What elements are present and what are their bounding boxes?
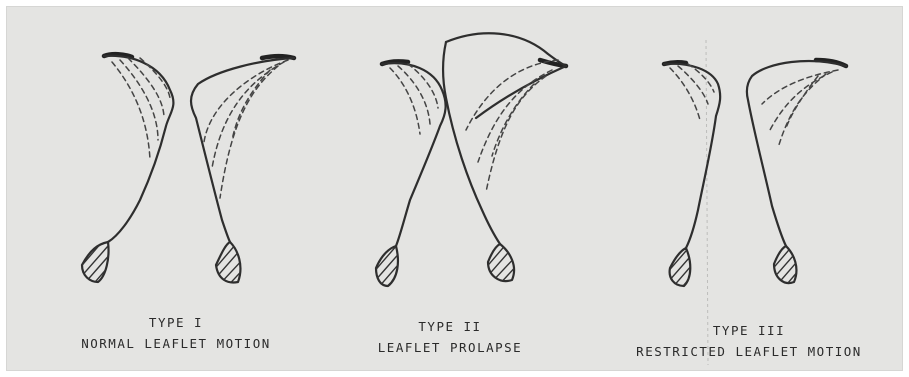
type-description: RESTRICTED LEAFLET MOTION <box>624 341 874 362</box>
paper-crease <box>706 40 708 365</box>
type-label: TYPE II <box>360 316 540 337</box>
papillary-muscle-left-type-3 <box>666 242 700 292</box>
valve-type-2 <box>372 33 566 292</box>
leaflet-left-type-3 <box>664 62 720 248</box>
leaflet-left-type-1 <box>104 54 173 242</box>
leaflet-right-type-3 <box>747 60 846 246</box>
valve-type-1 <box>78 54 294 292</box>
caption-type-3: TYPE III RESTRICTED LEAFLET MOTION <box>624 320 874 362</box>
papillary-muscle-right-type-3 <box>770 240 806 292</box>
papillary-muscle-right-type-2 <box>484 238 522 290</box>
papillary-muscle-left-type-1 <box>78 240 116 290</box>
valve-type-3 <box>664 60 846 292</box>
type-description: LEAFLET PROLAPSE <box>360 337 540 358</box>
type-description: NORMAL LEAFLET MOTION <box>66 333 286 354</box>
caption-type-1: TYPE I NORMAL LEAFLET MOTION <box>66 312 286 354</box>
caption-type-2: TYPE II LEAFLET PROLAPSE <box>360 316 540 358</box>
type-label: TYPE III <box>624 320 874 341</box>
papillary-muscle-right-type-1 <box>212 240 250 292</box>
leaflet-prolapsed-type-2 <box>443 33 566 244</box>
type-label: TYPE I <box>66 312 286 333</box>
leaflet-right-type-1 <box>191 56 294 242</box>
papillary-muscle-left-type-2 <box>372 242 406 292</box>
leaflet-left-type-2 <box>382 61 446 246</box>
